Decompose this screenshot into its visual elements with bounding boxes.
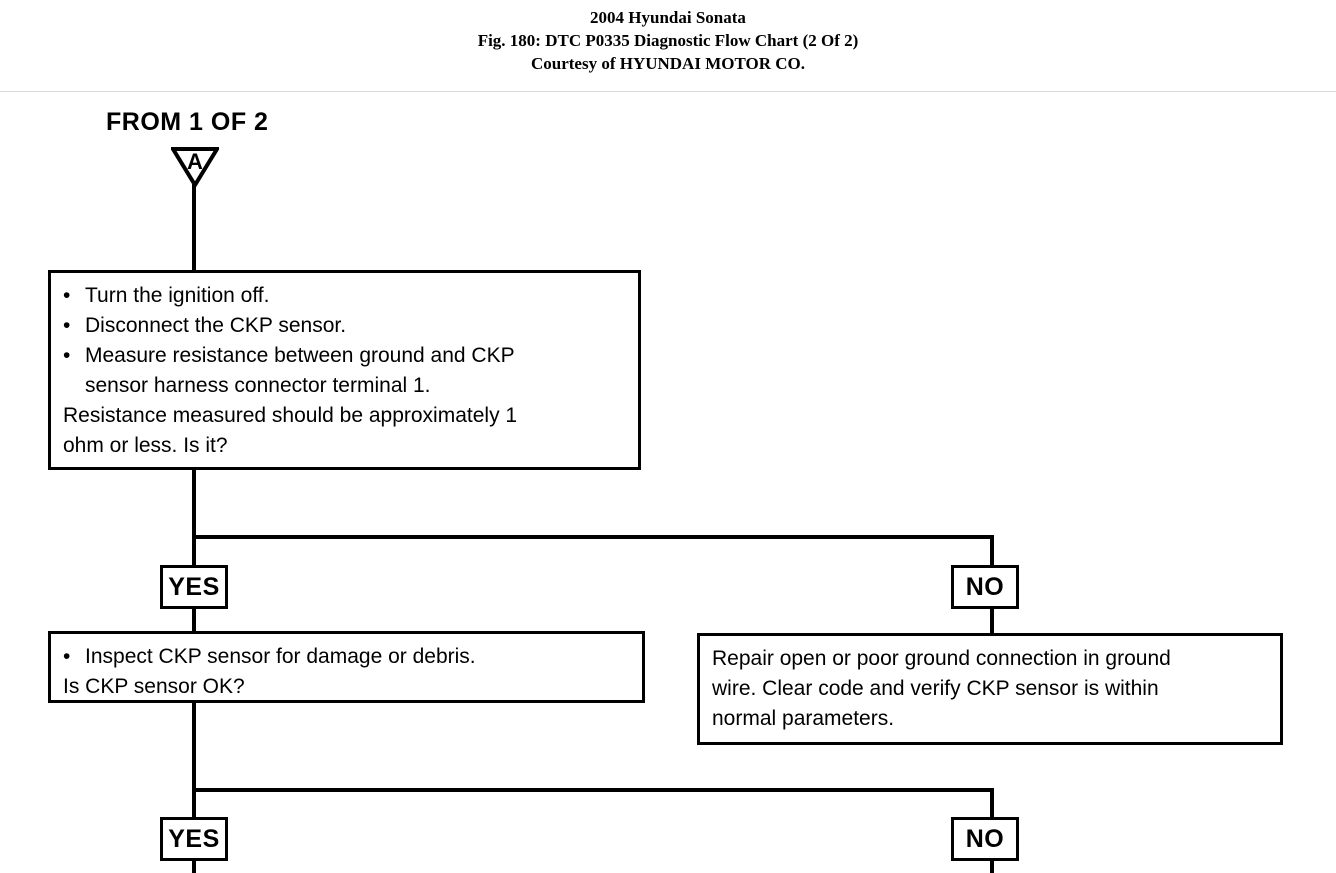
repair-instruction-box: Repair open or poor ground connection in… <box>697 633 1283 745</box>
edge-step1-no-down <box>990 535 994 568</box>
repair-line-3: normal parameters. <box>712 707 895 730</box>
step2-question-line-1: Is CKP sensor OK? <box>63 675 245 698</box>
edge-step2-down <box>192 703 196 819</box>
step-1-box: •Turn the ignition off. •Disconnect the … <box>48 270 641 470</box>
flow-chart: FROM 1 OF 2 A •Turn the ignition off. •D… <box>0 92 1336 873</box>
step1-question-line-2: ohm or less. Is it? <box>63 434 228 457</box>
page-title: 2004 Hyundai Sonata Fig. 180: DTC P0335 … <box>0 0 1336 91</box>
header-line-courtesy: Courtesy of HYUNDAI MOTOR CO. <box>530 54 806 73</box>
step1-bullet-3: •Measure resistance between ground and C… <box>63 344 515 367</box>
branch-label-yes-1: YES <box>160 565 228 609</box>
header-line-figure: Fig. 180: DTC P0335 Diagnostic Flow Char… <box>477 31 859 50</box>
edge-step2-branch-horizontal <box>192 788 994 792</box>
step1-bullet-2: •Disconnect the CKP sensor. <box>63 314 347 337</box>
branch-label-no-2: NO <box>951 817 1019 861</box>
branch-label-no-1: NO <box>951 565 1019 609</box>
edge-no1-to-repair <box>990 607 994 635</box>
step1-bullet-1: •Turn the ignition off. <box>63 284 270 307</box>
connector-letter: A <box>187 149 203 174</box>
repair-line-2: wire. Clear code and verify CKP sensor i… <box>712 677 1159 700</box>
edge-step1-down <box>192 470 196 567</box>
offpage-connector-a: A <box>169 146 221 189</box>
edge-connector-to-step1 <box>192 184 196 274</box>
edge-no2-down-clipped <box>990 859 994 873</box>
branch-label-yes-2: YES <box>160 817 228 861</box>
edge-yes1-to-step2 <box>192 607 196 635</box>
triangle-down-icon <box>169 147 221 189</box>
header-divider <box>0 91 1336 92</box>
edge-step2-no-down <box>990 788 994 821</box>
step1-bullet-3-continued: sensor harness connector terminal 1. <box>85 374 431 397</box>
header-line-vehicle: 2004 Hyundai Sonata <box>590 8 746 27</box>
from-page-label: FROM 1 OF 2 <box>106 108 269 136</box>
step1-question-line-1: Resistance measured should be approximat… <box>63 404 518 427</box>
edge-step1-branch-horizontal <box>192 535 994 539</box>
step-2-box: •Inspect CKP sensor for damage or debris… <box>48 631 645 703</box>
step2-bullet-1: •Inspect CKP sensor for damage or debris… <box>63 645 476 668</box>
edge-yes2-down-clipped <box>192 859 196 873</box>
repair-line-1: Repair open or poor ground connection in… <box>712 647 1171 670</box>
